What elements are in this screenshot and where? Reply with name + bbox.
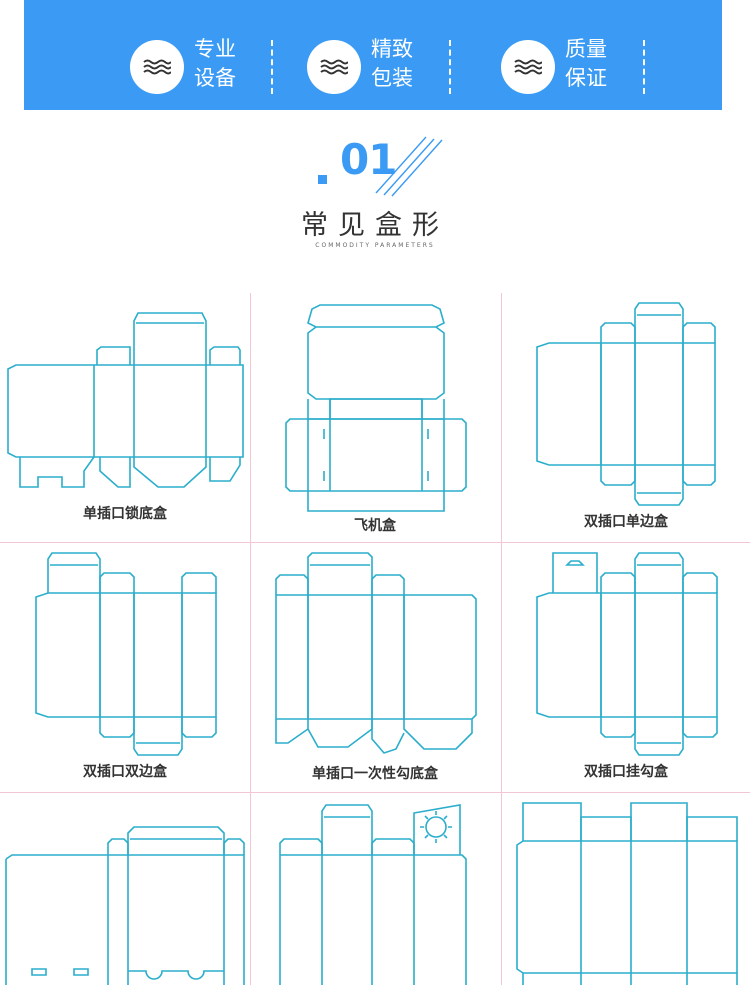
dieline-diagram <box>5 826 245 985</box>
box-card[interactable]: 单插口锁底盒 <box>0 293 250 543</box>
box-card[interactable]: 双插口双边盒 <box>0 543 250 793</box>
dieline-diagram <box>7 312 244 488</box>
grid-divider <box>0 792 750 793</box>
divider <box>271 40 273 94</box>
box-label: 双插口挂勾盒 <box>584 764 668 780</box>
box-card[interactable] <box>0 793 250 985</box>
feature-label-2: 设备 <box>194 66 236 90</box>
accent-dot <box>318 175 327 184</box>
grid-divider <box>250 293 251 985</box>
dieline-diagram <box>516 802 738 985</box>
box-card[interactable] <box>250 793 500 985</box>
box-label: 双插口单边盒 <box>584 514 668 530</box>
feature-label-1: 专业 <box>194 37 236 61</box>
box-card[interactable]: 单插口一次性勾底盒 <box>250 543 500 793</box>
feature-label-1: 精致 <box>371 37 413 61</box>
dieline-diagram <box>536 552 718 756</box>
section-heading: 01 常见盒形 COMMODITY PARAMETERS <box>0 125 750 265</box>
section-subtitle: COMMODITY PARAMETERS <box>315 242 435 249</box>
divider <box>449 40 451 94</box>
box-label: 单插口一次性勾底盒 <box>312 766 438 782</box>
wave-icon <box>501 40 555 94</box>
feature-banner: 专业设备 精致包装 质量保证 <box>24 0 722 110</box>
dieline-diagram <box>35 552 217 756</box>
dieline-diagram <box>279 804 467 985</box>
feature-label-1: 质量 <box>565 37 607 61</box>
section-title: 常见盒形 <box>301 210 449 241</box>
wave-icon <box>130 40 184 94</box>
box-card[interactable]: 双插口单边盒 <box>501 293 750 543</box>
grid-divider <box>0 542 750 543</box>
dieline-diagram <box>275 552 477 754</box>
wave-icon <box>307 40 361 94</box>
dieline-diagram <box>285 304 467 512</box>
box-card[interactable]: 双插口挂勾盒 <box>501 543 750 793</box>
dieline-diagram <box>536 302 716 506</box>
section-number: 01 <box>340 135 397 184</box>
box-card[interactable]: 飞机盒 <box>250 293 500 543</box>
box-label: 双插口双边盒 <box>83 764 167 780</box>
feature-label-2: 包装 <box>371 66 413 90</box>
box-card[interactable] <box>501 793 750 985</box>
box-type-grid: 单插口锁底盒 飞机盒 双 <box>0 293 750 985</box>
divider <box>643 40 645 94</box>
feature-label-2: 保证 <box>565 66 607 90</box>
stripes-decoration <box>375 136 443 197</box>
box-label: 单插口锁底盒 <box>83 506 167 522</box>
grid-divider <box>501 293 502 985</box>
box-label: 飞机盒 <box>354 518 396 534</box>
